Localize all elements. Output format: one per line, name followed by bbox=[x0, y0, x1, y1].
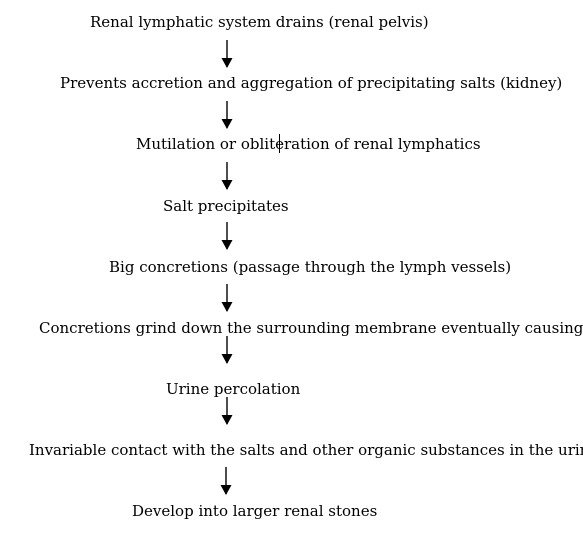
arrow-down-icon bbox=[221, 397, 233, 425]
step-1: Renal lymphatic system drains (renal pel… bbox=[90, 13, 429, 31]
step-7: Urine percolation bbox=[166, 380, 301, 398]
arrow-down-icon bbox=[221, 40, 233, 68]
step-5: Big concretions (passage through the lym… bbox=[109, 258, 512, 276]
step-3: Mutilation or obliteration of renal lymp… bbox=[136, 135, 481, 153]
arrow-down-icon bbox=[221, 284, 233, 312]
arrow-down-icon bbox=[221, 336, 233, 364]
step-2: Prevents accretion and aggregation of pr… bbox=[60, 74, 563, 92]
arrow-down-icon bbox=[221, 222, 233, 250]
step-9: Develop into larger renal stones bbox=[132, 502, 378, 520]
step-6: Concretions grind down the surrounding m… bbox=[39, 319, 583, 337]
step-4: Salt precipitates bbox=[163, 197, 289, 215]
arrow-down-icon bbox=[221, 101, 233, 129]
arrow-down-icon bbox=[221, 162, 233, 190]
text-cursor bbox=[279, 134, 280, 153]
step-8: Invariable contact with the salts and ot… bbox=[29, 441, 583, 459]
arrow-down-icon bbox=[220, 467, 232, 495]
